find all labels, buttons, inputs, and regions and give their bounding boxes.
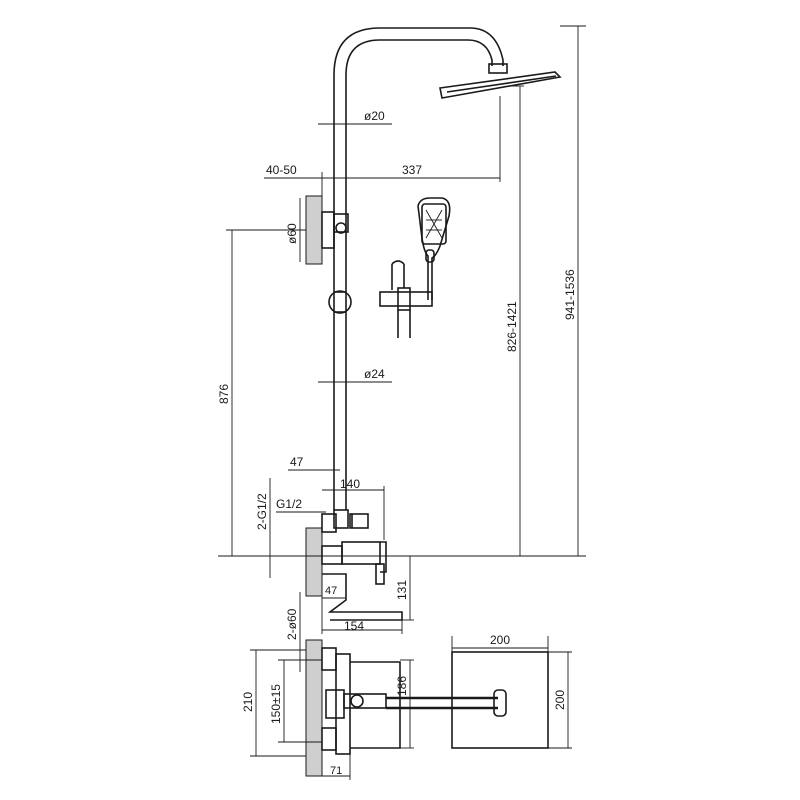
dim-label: 140 [340,477,360,491]
dim-label: ø60 [285,223,299,244]
shower-head-top-view: 200 200 [451,633,572,749]
dim-label: 40-50 [266,163,297,177]
dim-label: 2-ø60 [285,608,299,640]
dim-head-width-label: 200 [490,633,510,647]
dim-mixer-width: 140 [322,477,385,540]
dim-inlet-spacing: 150±15 [269,659,322,743]
dim-label: 47 [325,585,337,597]
dim-pipe-lower-diameter: ø24 [318,367,392,383]
dim-total-height: 941-1536 [563,269,577,320]
dim-inlet-spacing-outer: 210 [241,649,306,757]
dim-label: 941-1536 [563,269,577,320]
slide-bar-knob [328,290,352,314]
dim-arm-length: 40-50 337 [264,96,501,196]
dim-label: 47 [290,455,304,469]
shower-head [439,63,562,99]
dim-label: 337 [402,163,422,177]
dim-spout-wall-offset: 47 [322,585,346,599]
dim-mixer-height: 186 [395,659,414,749]
dim-inlet-thread-pair: 2-G1/2 [255,478,271,578]
dim-label: 826-1421 [505,301,519,352]
dim-inlet-thread: G1/2 [276,497,326,513]
dim-label: ø24 [364,367,385,381]
dim-flange-pair-diameter: 2-ø60 [285,592,301,672]
dim-label: 210 [241,692,255,712]
riser-pipe [333,27,504,510]
dim-label: ø20 [364,109,385,123]
hand-shower [379,197,451,338]
mixer-valve [305,509,403,621]
dim-label: 186 [395,676,409,696]
dim-label: 876 [217,384,231,404]
shower-side-view: ø20 40-50 337 ø60 ø24 876 826-1421 [217,25,586,634]
dim-label: 2-G1/2 [255,493,269,530]
dim-spout-length: 154 [321,596,403,634]
dim-flange-diameter: ø60 [285,198,301,262]
dim-label: 71 [330,765,342,777]
dim-label: 131 [395,580,409,600]
dim-spout-height: 131 [395,556,414,621]
mixer-top-view: 2-ø60 210 150±15 186 71 [241,592,507,780]
dim-label: 154 [344,619,364,633]
dim-head-depth-label: 200 [553,690,567,710]
upper-wall-bracket [305,195,349,265]
dim-label: G1/2 [276,497,302,511]
dim-shower-head-height: 826-1421 [505,301,519,352]
dim-pipe-offset: 47 [288,455,340,471]
dim-bracket-height: 876 [217,384,231,404]
dim-mixer-depth: 71 [322,748,351,780]
dim-pipe-top-diameter: ø20 [318,109,392,125]
dim-label: 150±15 [269,684,283,724]
